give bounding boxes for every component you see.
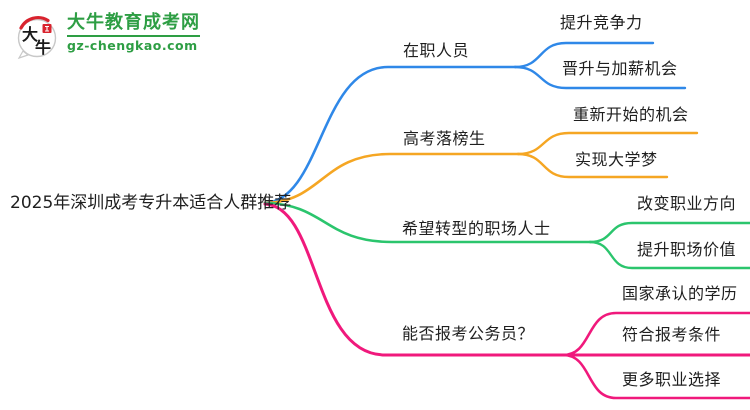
branch-4-main-line — [263, 202, 750, 357]
branch-3-topic: 希望转型的职场人士 — [402, 219, 551, 238]
branch-2-topic: 高考落榜生 — [403, 129, 486, 148]
branch-4-sub-2: 符合报考条件 — [622, 325, 722, 344]
branch-1-topic: 在职人员 — [403, 41, 470, 60]
branch-2-sub-1: 重新开始的机会 — [573, 105, 689, 124]
bull-calligraphy-bubble-icon: 大 牛 — [17, 16, 57, 60]
branch-3-sub-2: 提升职场价值 — [637, 240, 737, 259]
logo-glyph-niu: 牛 — [35, 38, 51, 57]
branch-4-topic: 能否报考公务员？ — [402, 324, 535, 343]
root-topic: 2025年深圳成考专升本适合人群推荐 — [10, 193, 292, 213]
logo-divider — [67, 34, 200, 37]
branch-2-main-line — [263, 152, 520, 205]
branch-4-sub-3-line — [561, 353, 750, 400]
branch-3-sub-2-line — [588, 240, 750, 270]
branch-2-sub-1-line — [516, 131, 699, 156]
site-url: gz-chengkao.com — [67, 37, 198, 53]
branch-3-sub-1-line — [588, 221, 750, 244]
branch-2-sub-2-line — [516, 152, 669, 179]
site-logo: 大 牛 大牛教育成考网 gz-chengkao.com — [14, 13, 200, 61]
logo-glyph-da: 大 — [22, 25, 38, 44]
branch-4-sub-1-line — [561, 311, 750, 357]
branch-4-sub-3: 更多职业选择 — [622, 370, 722, 389]
branch-2-sub-2: 实现大学梦 — [575, 150, 658, 169]
branch-1-main-line — [263, 65, 517, 205]
branch-1-sub-2: 晋升与加薪机会 — [562, 59, 678, 78]
branch-3-main-line — [263, 201, 592, 244]
branch-1-sub-1: 提升竞争力 — [560, 13, 643, 32]
site-logo-text: 大牛教育成考网 gz-chengkao.com — [67, 13, 200, 53]
site-name: 大牛教育成考网 — [67, 12, 200, 33]
branch-4-sub-1: 国家承认的学历 — [622, 284, 738, 303]
branch-3-sub-1: 改变职业方向 — [637, 194, 737, 213]
branch-1-sub-2-line — [513, 65, 687, 90]
branch-1-sub-1-line — [513, 41, 655, 69]
